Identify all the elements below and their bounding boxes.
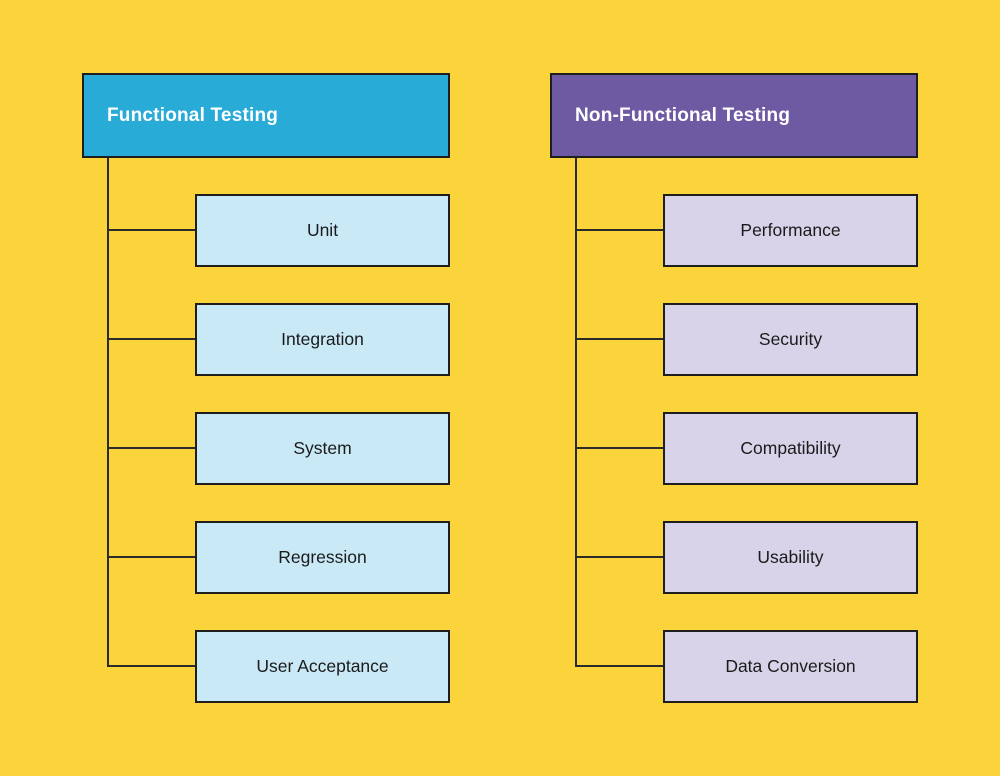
- connector-branch-usability: [575, 556, 663, 558]
- node-usability-label: Usability: [757, 547, 824, 567]
- node-functional-testing-header[interactable]: Functional Testing: [82, 73, 450, 158]
- node-performance-label: Performance: [740, 220, 841, 240]
- node-security-label: Security: [758, 329, 823, 349]
- connector-branch-system: [107, 447, 195, 449]
- node-integration-label: Integration: [281, 329, 364, 349]
- node-usability[interactable]: Usability: [663, 521, 918, 594]
- connector-branch-security: [575, 338, 663, 340]
- non-functional-testing-title: Non-Functional Testing: [575, 104, 791, 126]
- node-non-functional-testing-header[interactable]: Non-Functional Testing: [550, 73, 918, 158]
- node-compatibility[interactable]: Compatibility: [663, 412, 918, 485]
- node-user-acceptance-label: User Acceptance: [256, 656, 389, 676]
- connector-trunk-non-functional: [575, 158, 577, 667]
- node-security[interactable]: Security: [663, 303, 918, 376]
- node-user-acceptance[interactable]: User Acceptance: [195, 630, 450, 703]
- node-system-label: System: [293, 438, 352, 458]
- node-integration[interactable]: Integration: [195, 303, 450, 376]
- node-performance[interactable]: Performance: [663, 194, 918, 267]
- node-regression-label: Regression: [278, 547, 367, 567]
- node-data-conversion-label: Data Conversion: [725, 656, 856, 676]
- node-system[interactable]: System: [195, 412, 450, 485]
- connector-branch-regression: [107, 556, 195, 558]
- connector-branch-integration: [107, 338, 195, 340]
- connector-branch-user-acceptance: [107, 665, 195, 667]
- functional-testing-title: Functional Testing: [107, 104, 279, 126]
- connector-branch-performance: [575, 229, 663, 231]
- node-unit-label: Unit: [306, 220, 339, 240]
- node-compatibility-label: Compatibility: [740, 438, 841, 458]
- node-data-conversion[interactable]: Data Conversion: [663, 630, 918, 703]
- connector-branch-data-conversion: [575, 665, 663, 667]
- connector-branch-compatibility: [575, 447, 663, 449]
- node-unit[interactable]: Unit: [195, 194, 450, 267]
- connector-branch-unit: [107, 229, 195, 231]
- node-regression[interactable]: Regression: [195, 521, 450, 594]
- connector-trunk-functional: [107, 158, 109, 667]
